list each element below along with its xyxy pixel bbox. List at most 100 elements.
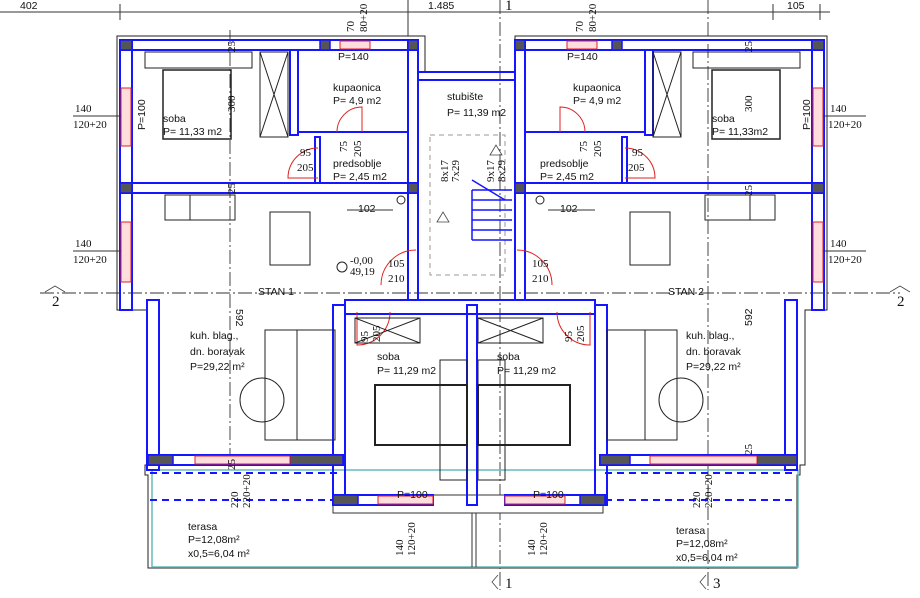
- dim-80: 80+20: [587, 3, 599, 32]
- dim-window-120: 120+20: [828, 254, 862, 266]
- stair-left-a: 8x17: [439, 160, 451, 183]
- stair-right-b: 8x29: [496, 160, 508, 183]
- room-name: soba: [497, 351, 520, 363]
- dim-window-120: 120+20: [73, 254, 107, 266]
- room-name: soba: [712, 113, 735, 125]
- stair-area: P= 11,39 m2: [447, 107, 506, 119]
- room-name: kupaonica: [333, 82, 381, 94]
- dim-220-20: 220+20: [703, 474, 715, 508]
- apartment-label: STAN 2: [668, 286, 704, 298]
- dim-210: 210: [388, 273, 405, 285]
- dim-95: 95: [359, 331, 371, 343]
- dim-p140: P=140: [338, 51, 369, 63]
- dim-210: 210: [532, 273, 549, 285]
- stan1-labels: soba P= 11,33 m2 kupaonica P= 4,9 m2 pre…: [163, 82, 436, 560]
- dim-window-120: 120+20: [828, 119, 862, 131]
- room-area-reduced: x0,5=6,04 m²: [676, 552, 738, 564]
- columns: [119, 39, 825, 506]
- furniture: [144, 51, 801, 481]
- dim-205: 205: [592, 140, 604, 157]
- dim-25: 25: [226, 183, 238, 195]
- room-area: P= 11,29 m2: [377, 365, 436, 377]
- dim-95: 95: [300, 147, 312, 159]
- dim-220: 220: [691, 491, 703, 508]
- dim-120: 120+20: [406, 522, 418, 556]
- dim-p140: P=140: [567, 51, 598, 63]
- dim-205: 205: [371, 325, 383, 342]
- room-area: P= 2,45 m2: [333, 171, 387, 183]
- dim-window-140: 140: [75, 238, 92, 250]
- room-name: soba: [377, 351, 400, 363]
- level-bottom: 49,19: [350, 266, 375, 278]
- dim-25: 25: [743, 444, 755, 456]
- room-area: P= 11,33m2: [712, 126, 768, 138]
- dim-80: 80+20: [358, 3, 370, 32]
- room-name: kupaonica: [573, 82, 621, 94]
- dim-205: 205: [297, 162, 314, 174]
- dim-70: 70: [574, 21, 586, 33]
- axis-label-2-left: 2: [52, 294, 60, 310]
- room-area-reduced: x0,5=6,04 m²: [188, 548, 250, 560]
- dim-75: 75: [338, 141, 350, 153]
- room-name: dn. boravak: [190, 346, 246, 358]
- room-name: terasa: [676, 525, 705, 537]
- level-top: -0,00: [350, 255, 373, 267]
- dim-105: 105: [787, 0, 805, 12]
- axis-label-1-bottom: 1: [505, 576, 513, 592]
- dim-592: 592: [233, 309, 245, 327]
- dim-25: 25: [226, 41, 238, 53]
- dim-220-20: 220+20: [241, 474, 253, 508]
- room-name: predsoblje: [333, 158, 382, 170]
- apartment-label: STAN 1: [258, 286, 294, 298]
- dim-p100: P=100: [397, 489, 428, 501]
- dim-592: 592: [743, 308, 755, 326]
- room-name: kuh. blag.,: [190, 330, 238, 342]
- staircase: 8x17 7x29 9x17 8x29 stubište P= 11,39 m2: [429, 91, 512, 276]
- room-name: terasa: [188, 521, 217, 533]
- room-area: P= 2,45 m2: [540, 171, 594, 183]
- stan2-labels: soba P= 11,33m2 kupaonica P= 4,9 m2 pred…: [497, 82, 768, 564]
- dim-205: 205: [352, 140, 364, 157]
- axis-label-2-right: 2: [897, 294, 905, 310]
- dim-205: 205: [628, 162, 645, 174]
- stair-left-b: 7x29: [450, 160, 462, 183]
- dim-95: 95: [563, 331, 575, 343]
- room-area: P=29,22 m²: [190, 361, 245, 373]
- dim-402: 402: [20, 0, 38, 12]
- dim-70: 70: [345, 21, 357, 33]
- room-area: P= 4,9 m2: [333, 95, 381, 107]
- dim-25: 25: [743, 41, 755, 53]
- dimensions-left: 140 120+20 140 120+20 P=100 P=140 70 80+…: [73, 3, 428, 556]
- windows: [120, 40, 824, 505]
- dim-75: 75: [578, 141, 590, 153]
- dim-120: 120+20: [538, 522, 550, 556]
- room-name: predsoblje: [540, 158, 589, 170]
- dim-window-120: 120+20: [73, 119, 107, 131]
- dim-102: 102: [560, 203, 578, 215]
- room-area: P=12,08m²: [676, 538, 728, 550]
- axis-label-1-top: 1: [505, 0, 513, 14]
- room-name: dn. boravak: [686, 346, 742, 358]
- room-name: kuh. blag.,: [686, 330, 734, 342]
- top-dimension-line: 402 1.485 105: [0, 0, 830, 36]
- dim-25: 25: [226, 459, 238, 471]
- room-area: P= 11,29 m2: [497, 365, 556, 377]
- dim-102: 102: [358, 203, 376, 215]
- dim-220: 220: [229, 491, 241, 508]
- dim-105: 105: [388, 258, 405, 270]
- dimensions-right: 140 120+20 140 120+20 P=100 P=140 70 80+…: [526, 3, 866, 556]
- dim-25: 25: [743, 185, 755, 197]
- room-area: P=12,08m²: [188, 534, 240, 546]
- stair-name: stubište: [447, 91, 483, 103]
- room-area: P= 4,9 m2: [573, 95, 621, 107]
- room-area: P= 11,33 m2: [163, 126, 222, 138]
- dim-140: 140: [394, 539, 406, 556]
- axis-label-3-bottom: 3: [713, 576, 721, 592]
- stair-right-a: 9x17: [485, 160, 497, 183]
- dim-105: 105: [532, 258, 549, 270]
- dim-p100: P=100: [533, 489, 564, 501]
- dim-1485: 1.485: [428, 0, 454, 12]
- dim-300: 300: [743, 95, 755, 112]
- dim-300: 300: [226, 95, 238, 112]
